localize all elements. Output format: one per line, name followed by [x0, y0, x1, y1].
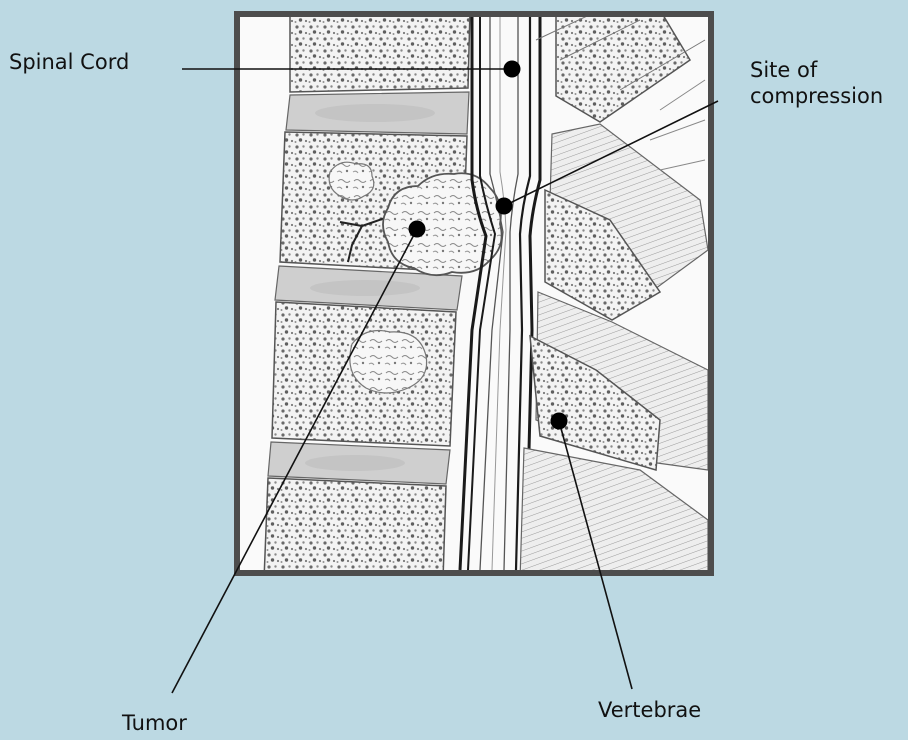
site-of-compression-label: Site of compression: [750, 58, 883, 109]
spinal-cord-marker: [504, 61, 521, 78]
tumor-marker: [409, 221, 426, 238]
vertebrae-label: Vertebrae: [598, 698, 701, 724]
illustration-panel: [234, 10, 714, 580]
lesion-middle: [350, 331, 427, 394]
tumor-label: Tumor: [122, 711, 187, 737]
compression-marker: [496, 198, 513, 215]
spinal-cord-label: Spinal Cord: [9, 50, 129, 76]
vertebral-body-bottom: [264, 478, 446, 580]
site-of-compression-label-line1: Site of: [750, 58, 883, 84]
site-of-compression-label-line2: compression: [750, 84, 883, 110]
vertebral-body-top: [290, 10, 470, 92]
vertebrae-marker: [551, 413, 568, 430]
